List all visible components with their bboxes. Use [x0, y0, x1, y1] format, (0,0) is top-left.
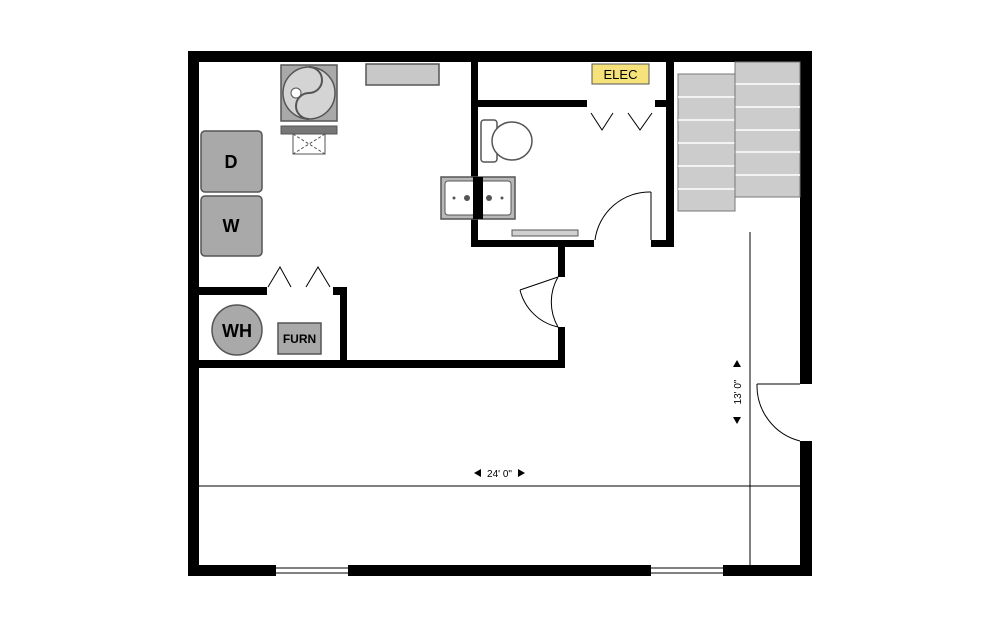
window-right: [651, 565, 723, 576]
washer: W: [200, 195, 263, 257]
utility-counter: [365, 63, 440, 86]
water-heater: WH: [211, 304, 263, 356]
dimension-depth: 13' 0": [733, 232, 751, 565]
dryer: D: [200, 130, 263, 193]
electrical-label: ELEC: [604, 67, 638, 82]
bath-door: [594, 191, 652, 241]
bifold-door-closet: [590, 112, 653, 131]
exterior-walls: [188, 51, 812, 576]
furnace: FURN: [277, 322, 322, 355]
interior-walls: [199, 62, 674, 368]
staircase: [674, 61, 801, 212]
window-left: [276, 565, 348, 576]
dimension-width: 24' 0": [199, 469, 800, 487]
water-heater-label: WH: [222, 321, 252, 341]
double-sink: [440, 176, 516, 220]
laundry-door: [519, 276, 559, 328]
bifold-door-laundry: [267, 265, 331, 288]
electrical-panel: ELEC: [591, 63, 650, 85]
dimension-width-label: 24' 0": [487, 469, 512, 480]
dryer-label: D: [225, 152, 238, 172]
washer-label: W: [223, 216, 240, 236]
toilet: [480, 119, 533, 163]
hvac-unit: [280, 64, 338, 155]
furnace-label: FURN: [283, 332, 316, 346]
dimension-depth-label: 13' 0": [733, 379, 744, 404]
exterior-door: [756, 383, 801, 442]
towel-bar: [511, 229, 579, 237]
